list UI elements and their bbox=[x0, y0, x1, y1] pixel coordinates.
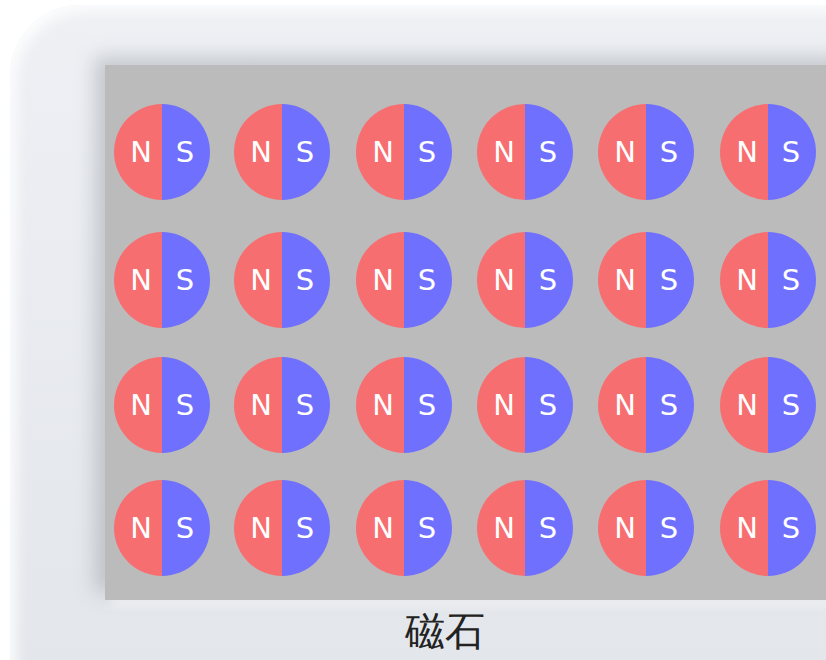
magnet-domain: NS bbox=[598, 104, 694, 200]
south-pole: S bbox=[771, 232, 811, 328]
magnet-domain: NS bbox=[598, 480, 694, 576]
north-pole: N bbox=[605, 104, 645, 200]
south-pole: S bbox=[407, 480, 447, 576]
magnet-domain: NS bbox=[598, 232, 694, 328]
magnet-domain: NS bbox=[477, 232, 573, 328]
north-pole: N bbox=[727, 232, 767, 328]
north-pole: N bbox=[727, 357, 767, 453]
magnet-frame: 磁石NSNSNSNSNSNSNSNSNSNSNSNSNSNSNSNSNSNSNS… bbox=[10, 5, 826, 660]
south-pole: S bbox=[165, 104, 205, 200]
magnet-domain: NS bbox=[477, 104, 573, 200]
south-pole: S bbox=[528, 480, 568, 576]
south-pole: S bbox=[771, 480, 811, 576]
north-pole: N bbox=[605, 480, 645, 576]
north-pole: N bbox=[727, 480, 767, 576]
north-pole: N bbox=[363, 480, 403, 576]
south-pole: S bbox=[649, 104, 689, 200]
magnet-caption: 磁石 bbox=[405, 607, 485, 655]
south-pole: S bbox=[528, 104, 568, 200]
south-pole: S bbox=[285, 480, 325, 576]
south-pole: S bbox=[649, 232, 689, 328]
north-pole: N bbox=[484, 104, 524, 200]
south-pole: S bbox=[285, 232, 325, 328]
magnet-domain: NS bbox=[720, 480, 816, 576]
south-pole: S bbox=[528, 232, 568, 328]
magnet-domain: NS bbox=[356, 104, 452, 200]
magnet-domain: NS bbox=[234, 104, 330, 200]
north-pole: N bbox=[241, 357, 281, 453]
south-pole: S bbox=[771, 357, 811, 453]
magnet-domain: NS bbox=[234, 232, 330, 328]
north-pole: N bbox=[484, 232, 524, 328]
south-pole: S bbox=[165, 480, 205, 576]
north-pole: N bbox=[363, 357, 403, 453]
north-pole: N bbox=[363, 232, 403, 328]
north-pole: N bbox=[727, 104, 767, 200]
magnet-domain: NS bbox=[720, 104, 816, 200]
magnet-domain: NS bbox=[356, 232, 452, 328]
south-pole: S bbox=[407, 104, 447, 200]
magnet-domain: NS bbox=[114, 104, 210, 200]
south-pole: S bbox=[528, 357, 568, 453]
magnet-domain: NS bbox=[477, 480, 573, 576]
north-pole: N bbox=[363, 104, 403, 200]
south-pole: S bbox=[771, 104, 811, 200]
magnet-domain: NS bbox=[720, 357, 816, 453]
north-pole: N bbox=[484, 480, 524, 576]
magnet-domain: NS bbox=[114, 232, 210, 328]
north-pole: N bbox=[241, 232, 281, 328]
magnet-panel bbox=[105, 65, 826, 600]
magnet-domain: NS bbox=[356, 357, 452, 453]
south-pole: S bbox=[407, 357, 447, 453]
magnet-domain: NS bbox=[720, 232, 816, 328]
north-pole: N bbox=[241, 104, 281, 200]
magnet-domain: NS bbox=[114, 480, 210, 576]
north-pole: N bbox=[241, 480, 281, 576]
magnet-domain: NS bbox=[234, 357, 330, 453]
south-pole: S bbox=[165, 232, 205, 328]
north-pole: N bbox=[121, 104, 161, 200]
south-pole: S bbox=[285, 104, 325, 200]
north-pole: N bbox=[484, 357, 524, 453]
north-pole: N bbox=[121, 480, 161, 576]
north-pole: N bbox=[605, 232, 645, 328]
south-pole: S bbox=[165, 357, 205, 453]
north-pole: N bbox=[605, 357, 645, 453]
south-pole: S bbox=[407, 232, 447, 328]
magnet-domain: NS bbox=[477, 357, 573, 453]
magnet-domain: NS bbox=[114, 357, 210, 453]
south-pole: S bbox=[285, 357, 325, 453]
south-pole: S bbox=[649, 480, 689, 576]
north-pole: N bbox=[121, 232, 161, 328]
north-pole: N bbox=[121, 357, 161, 453]
south-pole: S bbox=[649, 357, 689, 453]
magnet-domain: NS bbox=[356, 480, 452, 576]
magnet-domain: NS bbox=[234, 480, 330, 576]
magnet-domain: NS bbox=[598, 357, 694, 453]
